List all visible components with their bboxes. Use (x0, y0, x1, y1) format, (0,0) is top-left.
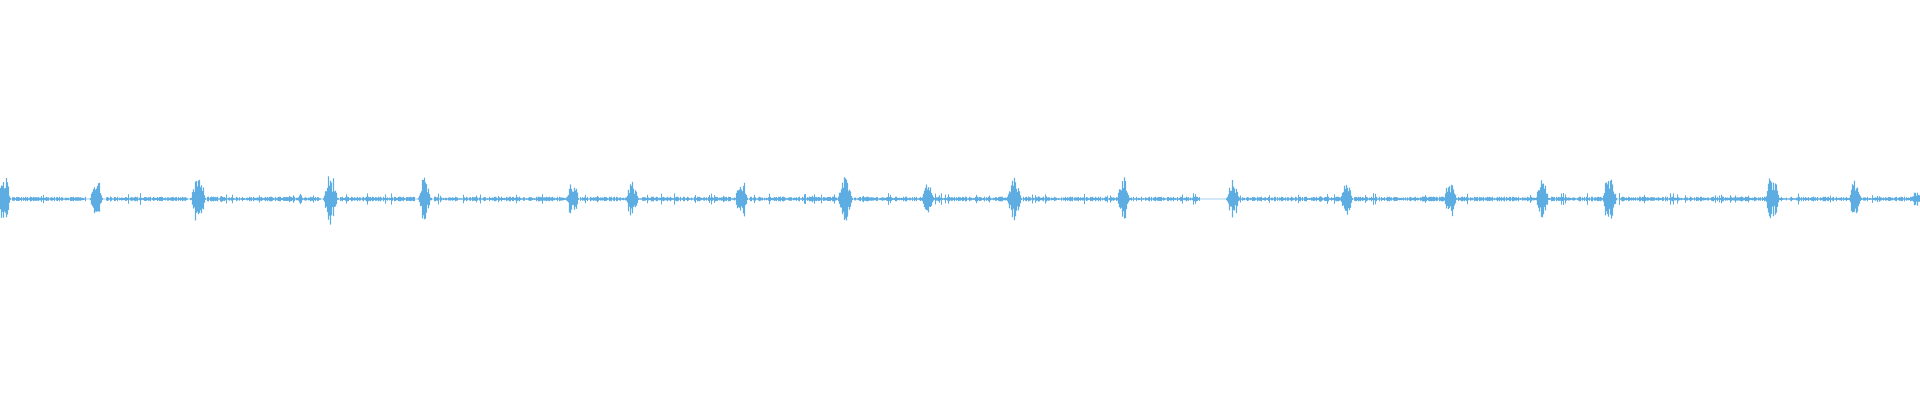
noise-segment (749, 193, 839, 205)
noise-segment (12, 194, 86, 204)
waveform-burst (1225, 180, 1241, 218)
noise-segment (1023, 193, 1200, 205)
waveform-burst (837, 177, 854, 221)
waveform-burst (1847, 180, 1863, 214)
noise-segment (935, 193, 1008, 205)
noise-segment (580, 194, 626, 204)
noise-segment (1619, 193, 1766, 205)
noise-segment (1457, 193, 1536, 205)
waveform-group (0, 176, 1920, 225)
waveform-burst (1339, 184, 1354, 215)
waveform-burst (1764, 178, 1781, 219)
noise-segment (106, 193, 188, 205)
noise-segment (1862, 195, 1912, 203)
waveform-burst (417, 177, 433, 220)
waveform-burst (1442, 184, 1458, 217)
noise-segment (854, 193, 922, 205)
waveform-burst (0, 178, 12, 218)
noise-segment (340, 193, 415, 205)
noise-segment (1229, 194, 1344, 204)
waveform-burst (89, 182, 104, 214)
waveform-burst (624, 181, 640, 216)
waveform-burst (1005, 177, 1023, 221)
noise-segment (639, 193, 735, 205)
waveform-burst (1601, 179, 1618, 219)
noise-segment (1549, 193, 1603, 205)
waveform-burst (322, 176, 340, 225)
noise-segment (434, 193, 568, 205)
waveform-burst (920, 184, 936, 213)
noise-segment (1780, 193, 1849, 205)
waveform-burst (189, 179, 207, 221)
waveform-burst (1116, 177, 1132, 219)
noise-segment (207, 193, 321, 205)
noise-segment (1354, 193, 1444, 205)
waveform-burst (734, 182, 749, 217)
waveform-burst (1910, 192, 1920, 206)
waveform-burst (1534, 180, 1550, 218)
waveform-burst (565, 184, 580, 214)
